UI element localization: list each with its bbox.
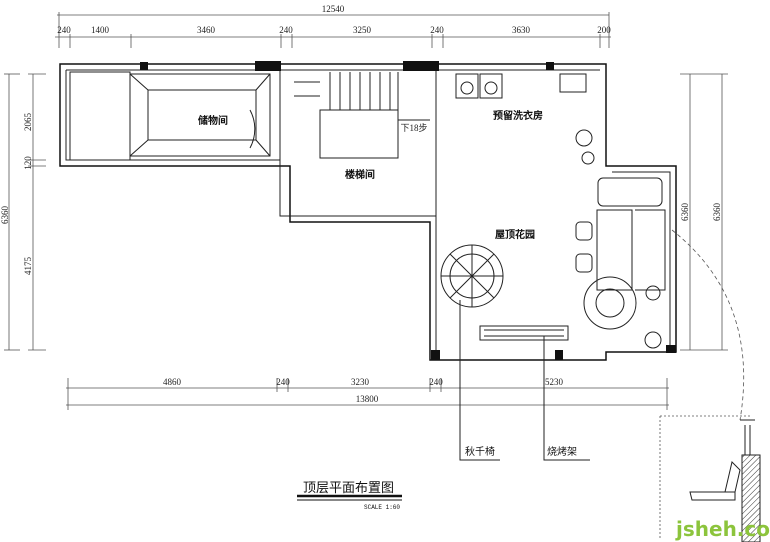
swing-chair [440,244,504,308]
watermark-logo: jsheh.com [675,517,770,541]
staircase [294,72,430,159]
room-label-garden: 屋顶花园 [495,228,535,241]
dim-label: 240 [276,377,290,387]
dim-label: 240 [430,25,444,35]
bbq-grill [479,325,569,341]
drawing-title: 顶层平面布置图 [303,481,394,496]
dim-right-inner: 6360 [680,203,690,222]
callout-bbq: 烧烤架 [547,445,577,458]
stair-note: 下18步 [400,123,427,133]
garden-furniture [440,129,666,349]
dim-label: 240 [57,25,71,35]
dim-label: 2065 [23,113,33,132]
door-swing [249,109,256,149]
drawing-scale: SCALE 1:60 [364,504,400,511]
walls [59,61,677,361]
dim-label: 5230 [545,377,564,387]
dim-label: 3630 [512,25,531,35]
dim-label: 4175 [23,257,33,276]
dim-label: 4860 [163,377,182,387]
section-detail [659,415,761,542]
dim-top-total: 12540 [322,4,345,14]
top-dimensions: 12540 240 1400 3460 240 3250 240 3630 20… [55,4,611,48]
dim-right-outer: 6360 [712,203,722,222]
room-label-stair: 楼梯间 [345,168,375,181]
dim-label: 200 [597,25,611,35]
right-dimensions: 6360 6360 [680,73,728,351]
dim-label: 1400 [91,25,110,35]
laundry-fixtures [455,73,587,99]
dim-label: 240 [279,25,293,35]
room-label-storage: 储物间 [197,114,228,127]
dim-label: 120 [23,156,33,170]
room-label-laundry: 预留洗衣房 [493,109,543,122]
callout-swing-chair: 秋千椅 [465,445,495,458]
dim-label: 240 [429,377,443,387]
storage-shelving [69,71,271,161]
dim-bottom-total: 13800 [356,394,379,404]
bottom-dimensions: 4860 240 3230 240 5230 13800 [66,377,669,410]
dim-label: 3460 [197,25,216,35]
left-dimensions: 6360 2065 120 4175 [0,73,46,351]
dim-label: 3250 [353,25,372,35]
dim-left-total: 6360 [0,206,10,225]
dim-label: 3230 [351,377,370,387]
